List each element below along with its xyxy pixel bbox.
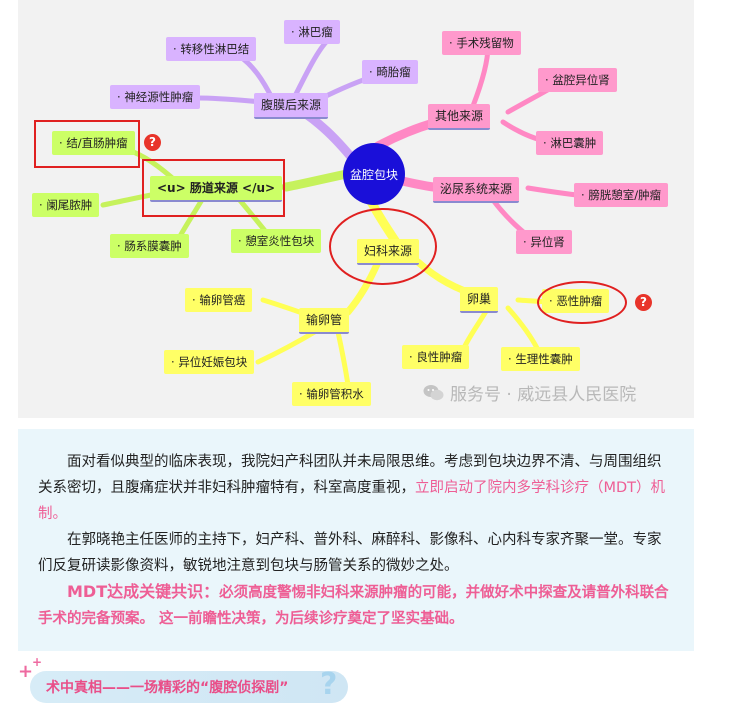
hub-urinary: 泌尿系统来源 — [433, 177, 520, 203]
hub-other: 其他来源 — [428, 104, 491, 130]
pelvic-mass-mindmap: 盆腔包块 腹膜后来源 淋巴瘤 转移性淋巴结 畸胎瘤 神经源性肿瘤 其他来源 手术… — [18, 0, 694, 418]
leaf-ectopic-pregnancy: 异位妊娠包块 — [164, 350, 255, 374]
leaf-lymphoma: 淋巴瘤 — [284, 20, 340, 44]
watermark-text: 服务号 · 威远县人民医院 — [450, 385, 637, 405]
question-badge-icon: ? — [144, 134, 161, 151]
consensus-text: 必须高度警惕非妇科来源肿瘤的可能，并做好术中探查及请普外科联合手术的完备预案。 — [38, 585, 669, 627]
highlight-intestinal — [142, 159, 285, 217]
plus-icon: + — [18, 661, 34, 682]
highlight-malignant — [537, 281, 627, 324]
wechat-icon — [423, 384, 445, 402]
leaf-diverticulitis: 憩室炎性包块 — [231, 229, 322, 253]
leaf-appendix-abscess: 阑尾脓肿 — [32, 193, 100, 217]
leaf-tube-cancer: 输卵管癌 — [185, 288, 253, 312]
hub-retroperitoneal: 腹膜后来源 — [254, 93, 329, 119]
leaf-mesenteric-cyst: 肠系膜囊肿 — [110, 234, 189, 258]
watermark: 服务号 · 威远县人民医院 — [423, 380, 636, 405]
leaf-physiologic-cyst: 生理性囊肿 — [501, 347, 580, 371]
mindmap-links — [100, 37, 591, 388]
leaf-benign-tumor: 良性肿瘤 — [402, 345, 470, 369]
mindmap-root: 盆腔包块 — [343, 143, 405, 205]
highlight-gynecologic — [329, 208, 437, 285]
paragraph-3: MDT达成关键共识：必须高度警惕非妇科来源肿瘤的可能，并做好术中探查及请普外科联… — [38, 579, 674, 632]
consensus-label: MDT达成关键共识： — [67, 582, 220, 601]
article-panel: 面对看似典型的临床表现，我院妇产科团队并未局限思维。考虑到包块边界不清、与周围组… — [18, 429, 694, 651]
leaf-lymphocele: 淋巴囊肿 — [536, 131, 604, 155]
consensus-tail: 这一前瞻性决策，为后续诊疗奠定了坚实基础。 — [154, 611, 464, 627]
question-mark-icon: ? — [320, 667, 338, 702]
plus-small-icon: + — [32, 655, 43, 669]
hub-tube: 输卵管 — [299, 308, 350, 334]
section-title: 术中真相——一场精彩的“腹腔侦探剧” — [46, 680, 289, 696]
leaf-neurogenic-tumor: 神经源性肿瘤 — [110, 85, 201, 109]
section-header: + + 术中真相——一场精彩的“腹腔侦探剧” ? — [18, 655, 348, 705]
leaf-ectopic-kidney-2: 异位肾 — [516, 230, 572, 254]
paragraph-1-text: 面对看似典型的临床表现，我院妇产科团队并未局限思维。考虑到包块边界不清、与周围组… — [38, 454, 662, 496]
leaf-hydrosalpinx: 输卵管积水 — [292, 382, 371, 406]
hub-ovary: 卵巢 — [460, 287, 499, 313]
section-header-pill — [30, 671, 348, 703]
leaf-surgical-residue: 手术残留物 — [442, 31, 521, 55]
highlight-colorectal — [34, 120, 140, 168]
leaf-ectopic-kidney: 盆腔异位肾 — [538, 68, 617, 92]
leaf-teratoma: 畸胎瘤 — [362, 60, 418, 84]
hub-intestinal: <u> 肠道来源 </u> — [150, 176, 283, 202]
leaf-metastatic-node: 转移性淋巴结 — [166, 37, 257, 61]
paragraph-1: 面对看似典型的临床表现，我院妇产科团队并未局限思维。考虑到包块边界不清、与周围组… — [38, 449, 674, 527]
leaf-bladder: 膀胱憩室/肿瘤 — [574, 183, 669, 207]
question-badge-icon: ? — [635, 294, 652, 311]
leaf-colorectal-tumor: 结/直肠肿瘤 — [52, 131, 135, 155]
paragraph-2: 在郭晓艳主任医师的主持下，妇产科、普外科、麻醉科、影像科、心内科专家齐聚一堂。专… — [38, 532, 662, 574]
mdt-highlight: 立即启动了院内多学科诊疗（MDT）机制。 — [38, 480, 666, 522]
